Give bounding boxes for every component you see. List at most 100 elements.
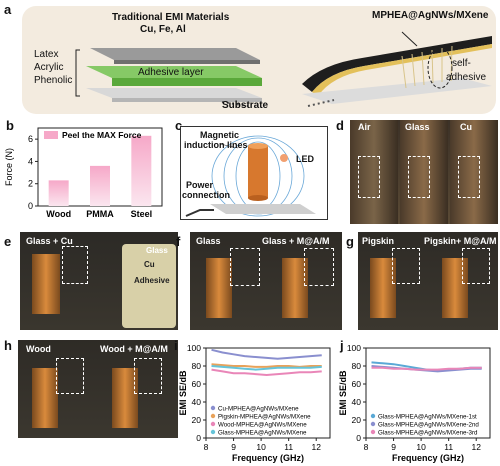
y-tick-label: 20 [352, 415, 362, 425]
x-tick-label: 12 [471, 442, 481, 452]
film-yellow-edge [312, 44, 492, 96]
d-label-air: Air [358, 122, 371, 132]
h-label-wood-ma: Wood + M@A/M [100, 344, 168, 354]
induction-label: induction lines [184, 140, 248, 150]
bar [90, 165, 110, 206]
y-tick-label: 20 [192, 415, 202, 425]
photo-g-coil-1 [370, 258, 396, 318]
self-label: self- [452, 58, 471, 69]
legend-label: Glass-MPHEA@AgNWs/MXene-1st [378, 414, 477, 421]
x-axis-label: Frequency (GHz) [232, 453, 304, 463]
panel-label-f: f [176, 234, 181, 249]
x-tick-label: 11 [284, 442, 293, 452]
panel-label-i: i [174, 338, 178, 353]
led-bulb [280, 154, 288, 162]
photo-f-coil-1 [206, 258, 232, 318]
legend-label: Glass-MPHEA@AgNWs/MXene-2nd [378, 422, 479, 429]
metal-plate-side [114, 60, 260, 64]
y-tick-label: 60 [352, 379, 362, 389]
photo-h-coil-1 [32, 368, 58, 428]
h-label-wood: Wood [26, 344, 51, 354]
x-tick-label: Wood [46, 209, 71, 219]
series-line [211, 363, 322, 368]
photo-g-box-2 [462, 248, 490, 284]
x-tick-label: 12 [311, 442, 321, 452]
panel-a-illustration [75, 31, 492, 107]
trad-metals: Cu, Fe, Al [140, 24, 186, 35]
panel-h-photo [18, 340, 178, 438]
legend-marker [370, 421, 376, 427]
e-label-glass: Glass [146, 246, 168, 255]
adhesive-label: adhesive [446, 72, 487, 83]
substrate-top [86, 88, 262, 98]
panel-label-e: e [4, 234, 12, 249]
panel-label-b: b [6, 118, 14, 133]
f-label-glass-ma: Glass + M@A/M [262, 236, 330, 246]
series-line [211, 348, 322, 360]
panel-d-photo [350, 120, 498, 224]
panel-c-schematic [180, 126, 328, 220]
series-line [371, 366, 482, 371]
photo-e-sample [122, 244, 176, 328]
legend-label: Wood-MPHEA@AgNWs/MXene [218, 422, 307, 429]
x-axis-label: Frequency (GHz) [392, 453, 464, 463]
plot-frame [365, 347, 491, 439]
y-axis-label: EMI SE/dB [178, 370, 188, 416]
d-label-glass: Glass [405, 122, 430, 132]
legend-marker [210, 413, 216, 419]
bar [48, 180, 69, 206]
photo-d-box-1 [358, 156, 380, 198]
legend-label: Pigskin-MPHEA@AgNWs/MXene [218, 414, 311, 421]
product-label: MPHEA@AgNWs/MXene [372, 10, 489, 21]
phenolic-label: Phenolic [34, 75, 73, 86]
right-substrate [302, 78, 492, 104]
panel-label-h: h [4, 338, 12, 353]
legend-marker [210, 421, 216, 427]
d-label-cu: Cu [460, 122, 472, 132]
x-tick-label: 10 [256, 442, 266, 452]
panel-e-photo [20, 232, 178, 330]
panel-g-photo [358, 232, 498, 330]
y-tick-label: 80 [352, 361, 362, 371]
legend-swatch [44, 131, 58, 139]
photo-h-box-2 [134, 358, 162, 394]
panel-label-d: d [336, 118, 344, 133]
magnetic-label: Magnetic [200, 130, 240, 140]
photo-e-coil [32, 254, 60, 314]
led-label: LED [296, 154, 314, 164]
panel-label-c: c [175, 118, 183, 133]
legend-label: Glass-MPHEA@AgNWs/MXene-3rd [378, 430, 478, 437]
y-tick-label: 80 [192, 361, 202, 371]
photo-h-coil-2 [112, 368, 138, 428]
bar [131, 135, 152, 206]
photo-g-coil-2 [442, 258, 468, 318]
panel-f-photo [190, 232, 342, 330]
x-tick-label: 8 [364, 442, 369, 452]
y-tick-label: 6 [28, 134, 33, 144]
latex-label: Latex [34, 49, 59, 60]
metal-plate-top [90, 48, 260, 60]
y-axis-label: Force (N) [4, 148, 14, 186]
legend-marker [370, 413, 376, 419]
y-tick-label: 100 [347, 343, 361, 353]
magnetic-pointer [219, 143, 239, 149]
base-plate [210, 204, 316, 214]
series-line [211, 365, 322, 371]
y-tick-label: 4 [28, 156, 33, 166]
power-cable [185, 209, 214, 217]
photo-e-box [62, 246, 88, 284]
y-tick-label: 60 [192, 379, 202, 389]
adhesive-layer-top [86, 66, 262, 78]
e-label-glass-cu: Glass + Cu [26, 236, 73, 246]
substrate-side [112, 98, 262, 102]
legend-label: Glass-MPHEA@AgNWs/MXene [218, 430, 307, 437]
f-label-glass: Glass [196, 236, 221, 246]
g-label-pigskin-ma: Pigskin+ M@A/M [424, 236, 497, 246]
photo-g-box-1 [392, 248, 420, 284]
power-label: Power [186, 180, 214, 190]
coil-top [248, 143, 268, 149]
y-tick-label: 40 [352, 397, 362, 407]
product-pointer [401, 31, 418, 47]
